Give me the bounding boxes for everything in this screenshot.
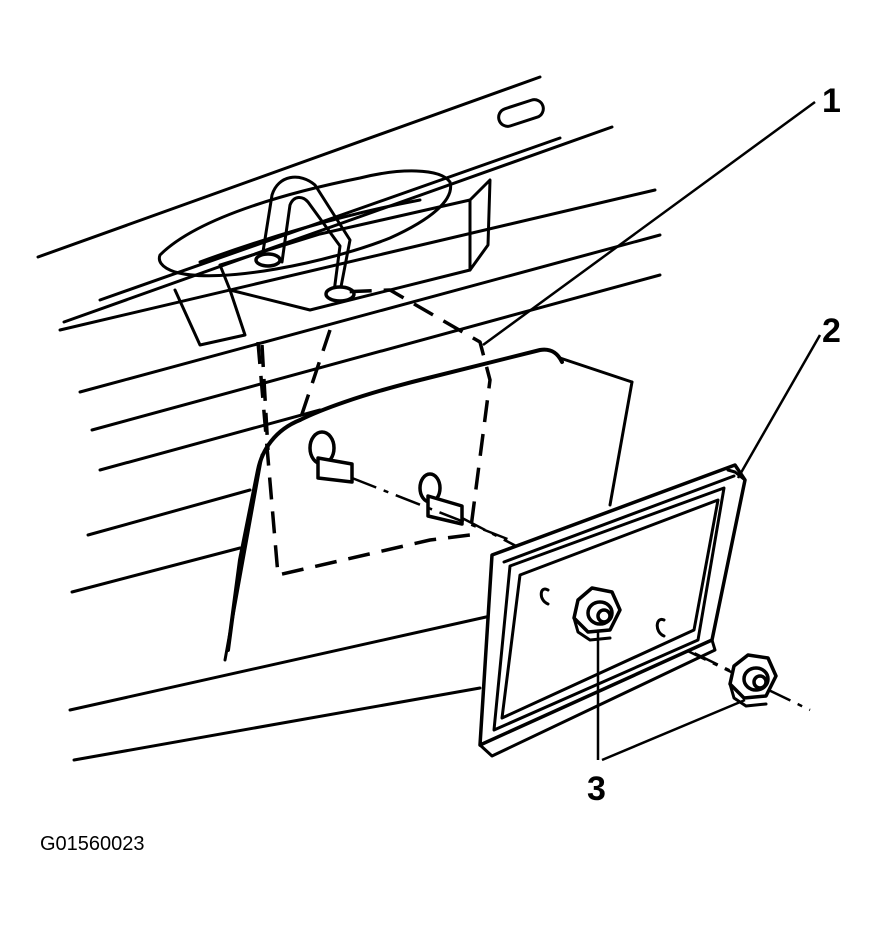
leader-lines: [482, 100, 822, 762]
nut-right: [728, 653, 778, 708]
callout-2: 2: [822, 312, 841, 350]
nut-left: [572, 586, 622, 642]
callout-1: 1: [822, 82, 841, 120]
callout-3: 3: [587, 770, 606, 808]
figure-id: G01560023: [40, 833, 145, 855]
mounting-nuts: [572, 586, 778, 708]
lamp-housing-hidden-outline: [256, 288, 492, 577]
lamp-opening: [226, 347, 564, 652]
mounting-studs: [308, 430, 464, 526]
tow-hook-assembly: [157, 98, 545, 347]
